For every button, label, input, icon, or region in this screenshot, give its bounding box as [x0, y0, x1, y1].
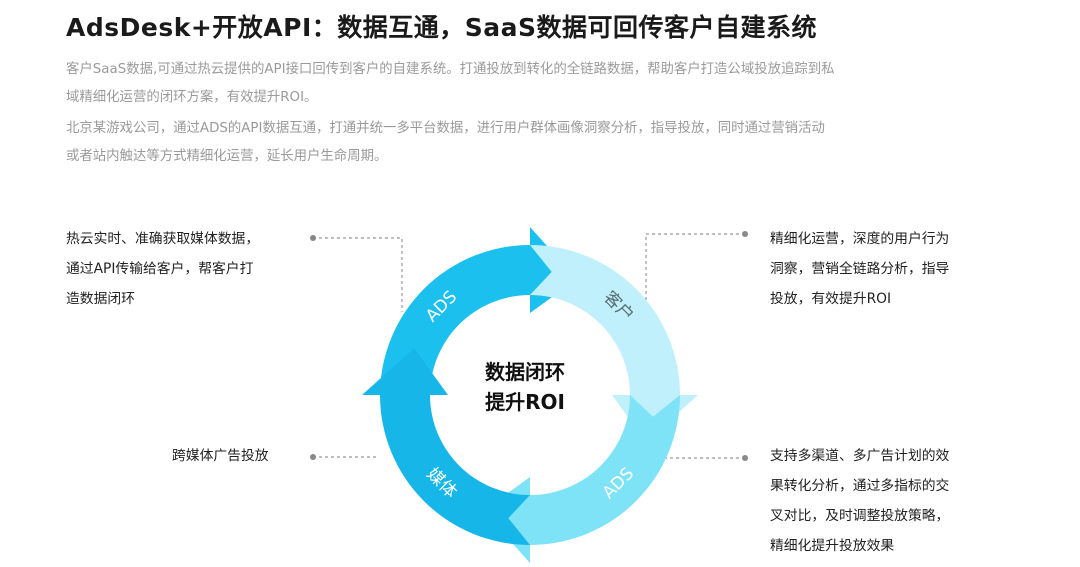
connector-dot [742, 455, 748, 461]
note-line: 通过API传输给客户，帮客户打 [66, 261, 254, 277]
cycle-segment-arrow [530, 245, 698, 442]
connector-dot [310, 235, 316, 241]
intro-paragraph-1-line: 客户SaaS数据,可通过热云提供的API接口回传到客户的自建系统。打通投放到转化… [66, 62, 835, 77]
note-line: 造数据闭环 [66, 291, 135, 307]
note-top-left: 热云实时、准确获取媒体数据， 通过API传输给客户，帮客户打 造数据闭环 [66, 224, 259, 314]
connector-top-right [645, 233, 745, 312]
note-line: 叉对比，及时调整投放策略， [770, 508, 950, 524]
note-top-right: 精细化运营，深度的用户行为 洞察，营销全链路分析，指导 投放，有效提升ROI [770, 224, 949, 314]
intro-paragraph-2: 北京某游戏公司，通过ADS的API数据互通，打通并统一多平台数据，进行用户群体画… [66, 115, 825, 171]
connector-dot [742, 231, 748, 237]
cycle-segment-arrow [362, 348, 530, 545]
intro-paragraph-2-line: 或者站内触达等方式精细化运营，延长用户生命周期。 [66, 149, 388, 164]
page-title: AdsDesk+开放API：数据互通，SaaS数据可回传客户自建系统 [66, 13, 818, 42]
center-label: 提升ROI [485, 390, 565, 414]
note-line: 果转化分析，通过多指标的交 [770, 478, 950, 494]
connector-dot [310, 454, 316, 460]
note-line: 支持多渠道、多广告计划的效 [770, 448, 950, 464]
center-label: 数据闭环 [485, 360, 565, 384]
intro-paragraph-1-line: 域精细化运营的闭环方案，有效提升ROI。 [66, 90, 318, 105]
note-line: 热云实时、准确获取媒体数据， [66, 231, 260, 247]
note-bottom-right: 支持多渠道、多广告计划的效 果转化分析，通过多指标的交 叉对比，及时调整投放策略… [770, 441, 949, 561]
note-line: 投放，有效提升ROI [770, 291, 892, 307]
intro-paragraph-2-line: 北京某游戏公司，通过ADS的API数据互通，打通并统一多平台数据，进行用户群体画… [66, 121, 825, 136]
intro-paragraph-1: 客户SaaS数据,可通过热云提供的API接口回传到客户的自建系统。打通投放到转化… [66, 56, 835, 112]
note-line: 精细化运营，深度的用户行为 [770, 231, 950, 247]
connector-top-left [313, 237, 403, 312]
note-line: 洞察，营销全链路分析，指导 [770, 261, 950, 277]
note-line: 跨媒体广告投放 [172, 448, 269, 464]
note-line: 精细化提升投放效果 [770, 538, 895, 554]
cycle-segment-arrow [483, 395, 680, 563]
note-middle-left: 跨媒体广告投放 [172, 441, 269, 471]
cycle-segment-arrow [380, 227, 577, 395]
